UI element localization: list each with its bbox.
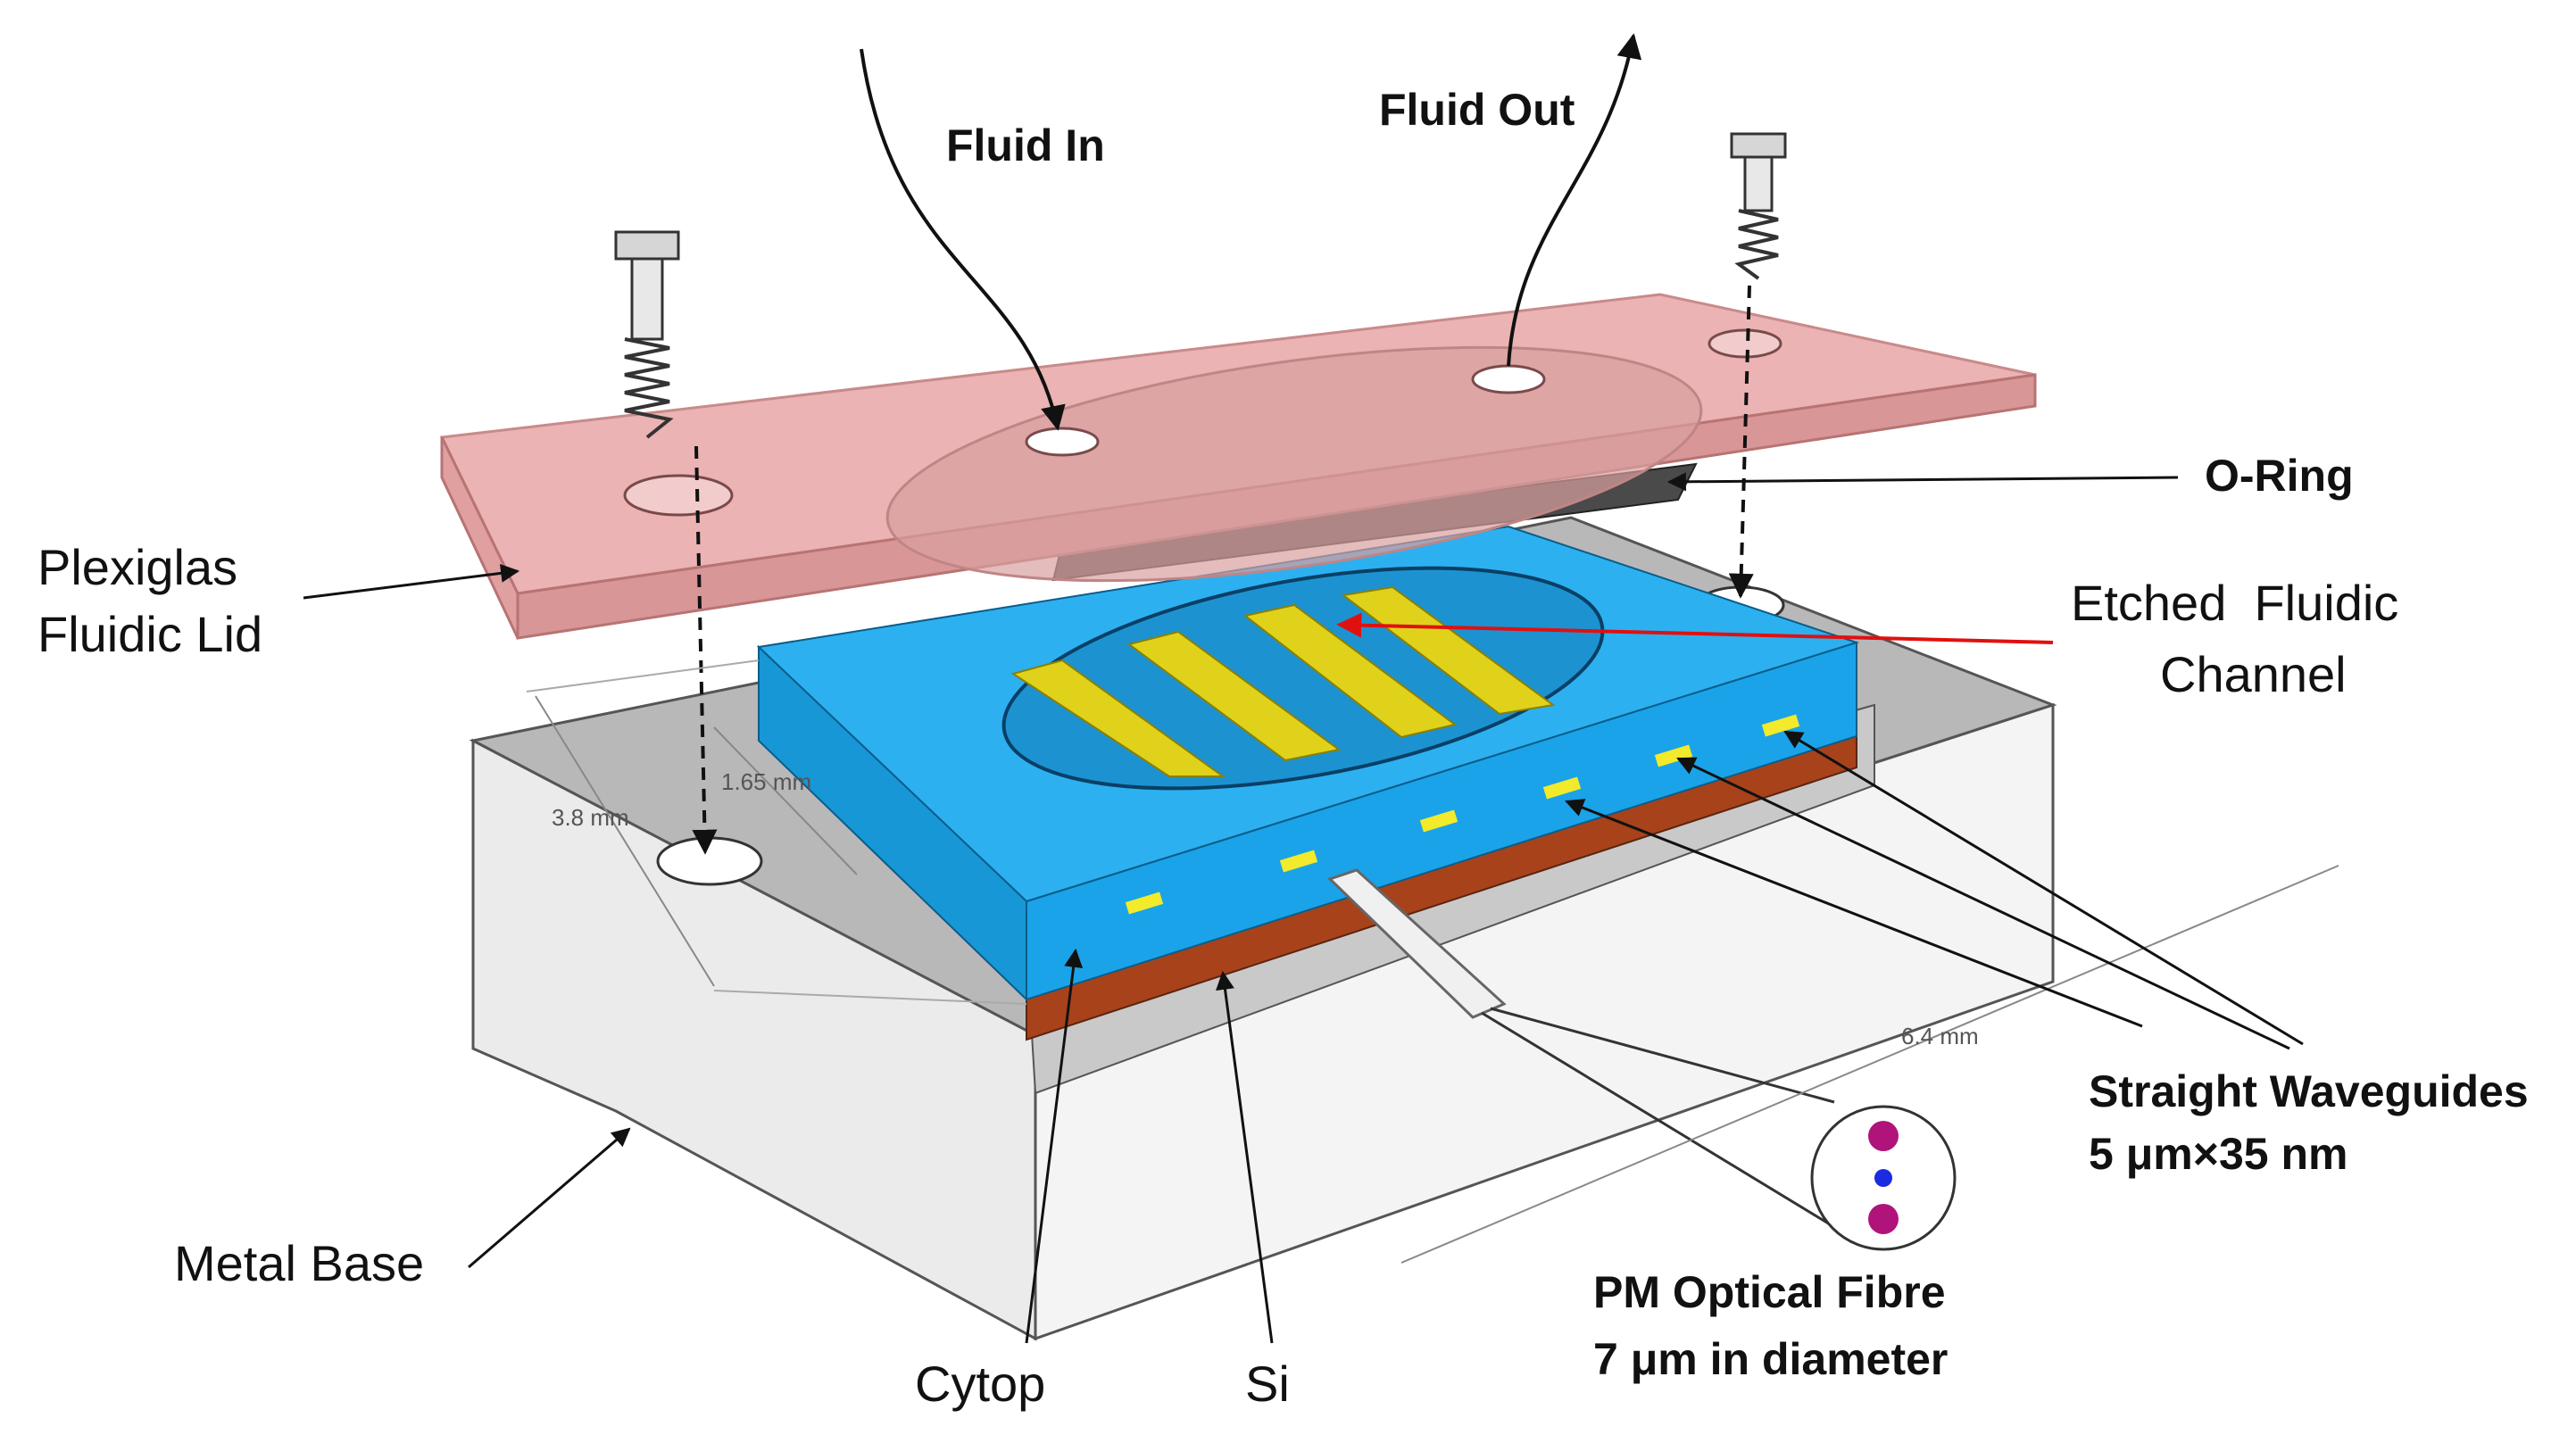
label-fluid-out: Fluid Out <box>1379 85 1575 135</box>
lid-left-edge <box>440 436 519 639</box>
alignment-line-right <box>1728 285 1754 599</box>
waveguide-stripe-2 <box>1126 630 1342 762</box>
waveguide-stripe-3 <box>1242 603 1458 739</box>
cytop-leader <box>1025 948 1084 1344</box>
waveguide-stripe-1 <box>1010 659 1226 777</box>
fibre-core <box>1874 1169 1892 1187</box>
label-fibre-line2: 7 μm in diameter <box>1593 1334 1948 1384</box>
base-hole-left <box>656 836 763 886</box>
waveguide-end-3 <box>1419 809 1458 833</box>
label-waveguides-line2: 5 μm×35 nm <box>2089 1129 2347 1179</box>
label-fluid-in: Fluid In <box>946 120 1105 170</box>
waveguide-stripe-4 <box>1341 585 1556 716</box>
fibre-stress-rod-top <box>1868 1121 1899 1151</box>
label-lid-line1: Plexiglas <box>37 539 237 595</box>
label-cytop: Cytop <box>915 1356 1045 1412</box>
dimension-length-label: 6.4 mm <box>1901 1023 1979 1049</box>
screw-left <box>614 230 680 439</box>
fibre-stress-rod-bottom <box>1868 1204 1899 1234</box>
lid-oring-groove <box>885 345 1703 583</box>
waveguide-end-2 <box>1279 850 1318 873</box>
channel-leader <box>1336 612 2054 644</box>
label-si: Si <box>1245 1356 1290 1412</box>
fluid-in-arrow <box>860 48 1066 431</box>
dimension-width-label: 3.8 mm <box>552 804 629 831</box>
waveguide-end-6 <box>1761 714 1800 737</box>
lid-outlet-port <box>1471 364 1546 394</box>
o-ring-leader <box>1666 472 2179 492</box>
fluid-out-arrow <box>1507 33 1642 367</box>
lid-screw-hole-right <box>1708 328 1782 359</box>
si-leader <box>1216 970 1274 1344</box>
waveguide-end-4 <box>1542 776 1582 800</box>
label-channel-line1: Etched Fluidic <box>2071 575 2398 631</box>
chip <box>756 525 1860 1041</box>
metal-base-front <box>471 738 1037 1341</box>
plexiglas-lid <box>439 293 2037 640</box>
label-channel-line2: Channel <box>2160 646 2347 702</box>
metal-base-leader <box>468 1127 631 1269</box>
fibre-body <box>1327 868 1507 1019</box>
alignment-line-left <box>692 445 718 855</box>
lid-leader <box>303 563 520 600</box>
lid-screw-hole-left <box>623 474 734 517</box>
waveguide-end-5 <box>1654 744 1693 767</box>
label-metal-base: Metal Base <box>174 1235 424 1291</box>
label-waveguides-line1: Straight Waveguides <box>2089 1066 2529 1116</box>
waveguides-leader-3 <box>1565 799 2143 1028</box>
label-o-ring: O-Ring <box>2205 451 2354 501</box>
screw-right <box>1730 132 1787 280</box>
dimension-channel-width-label: 1.65 mm <box>721 768 811 795</box>
label-lid-line2: Fluidic Lid <box>37 606 262 662</box>
lid-inlet-port <box>1025 427 1100 457</box>
waveguide-end-1 <box>1125 892 1164 915</box>
waveguides-leader-2 <box>1676 757 2290 1050</box>
waveguides-leader-1 <box>1783 730 2304 1046</box>
dimension-lines <box>526 659 2339 1264</box>
optical-fibre <box>1327 868 1957 1251</box>
fibre-cone <box>1481 1007 1835 1229</box>
label-fibre-line1: PM Optical Fibre <box>1593 1267 1946 1317</box>
cytop-left-side <box>758 644 1027 1002</box>
